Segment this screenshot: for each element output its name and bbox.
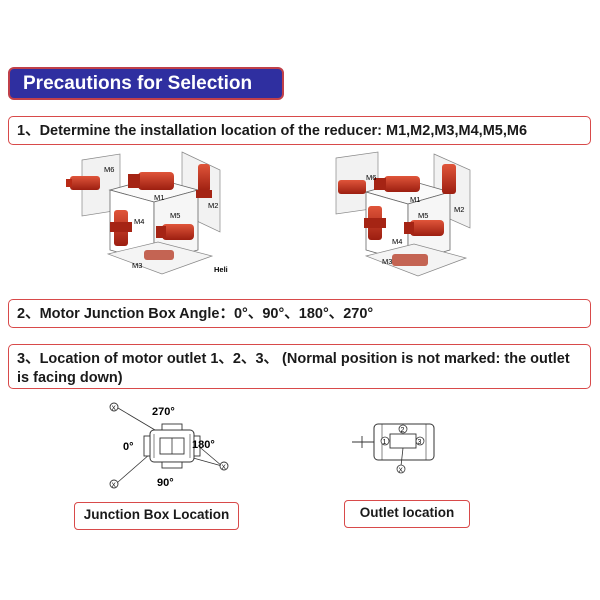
outlet-3: 3 — [415, 436, 425, 446]
x-marker-icon: X — [109, 479, 119, 489]
section-junction-box-angle: 2、Motor Junction Box Angle：0°、90°、180°、2… — [8, 299, 591, 328]
motor-m2-r — [442, 164, 456, 194]
angle-0: 0° — [123, 441, 134, 453]
label-m3-r: M3 — [382, 257, 392, 266]
brand-label: Heli — [214, 265, 228, 274]
label-m6: M6 — [104, 165, 114, 174]
motor-m3-r — [392, 254, 428, 266]
svg-text:X: X — [399, 467, 404, 474]
motor-m1-r — [374, 176, 420, 192]
x-marker-icon: X — [109, 402, 119, 412]
motor-m4-r — [364, 206, 386, 240]
svg-text:1: 1 — [383, 439, 387, 446]
outlet-1: 1 — [380, 436, 390, 446]
x-marker-icon: X — [396, 464, 406, 474]
svg-text:3: 3 — [418, 439, 422, 446]
x-marker-icon: X — [219, 461, 229, 471]
motor-m6-r — [338, 180, 366, 194]
svg-text:X: X — [112, 405, 117, 412]
motor-m3 — [144, 250, 174, 260]
svg-text:X: X — [222, 464, 227, 471]
motor-m4 — [110, 210, 132, 246]
label-m5: M5 — [170, 211, 180, 220]
svg-text:2: 2 — [401, 427, 405, 434]
label-m4: M4 — [134, 217, 144, 226]
label-m2: M2 — [208, 201, 218, 210]
motor-m5 — [156, 224, 194, 240]
motor-m5-r — [404, 220, 444, 236]
label-m5-r: M5 — [418, 211, 428, 220]
junction-box-diagram: 270° 0° 180° 90° X X X — [109, 402, 229, 489]
section-installation-location: 1、Determine the installation location of… — [8, 116, 591, 145]
svg-text:X: X — [112, 482, 117, 489]
angle-270: 270° — [152, 406, 175, 418]
outlet-2: 2 — [398, 424, 408, 434]
label-m2-r: M2 — [454, 205, 464, 214]
label-m1-r: M1 — [410, 195, 420, 204]
mounting-diagram-left: M6 M1 M2 M4 M5 M3 Heli — [66, 151, 228, 275]
angle-90: 90° — [157, 477, 174, 489]
label-m3: M3 — [132, 261, 142, 270]
motor-m6 — [66, 176, 100, 190]
motor-m2 — [196, 164, 212, 198]
mounting-diagram-right: M6 M1 M2 M5 M4 M3 — [335, 151, 471, 277]
angle-180: 180° — [192, 439, 215, 451]
label-m6-r: M6 — [366, 173, 376, 182]
motor-m1 — [128, 172, 174, 190]
section-outlet-location: 3、Location of motor outlet 1、2、3、 (Norma… — [8, 344, 591, 389]
junction-box-location-label: Junction Box Location — [74, 502, 239, 530]
page-title: Precautions for Selection — [8, 67, 284, 100]
label-m4-r: M4 — [392, 237, 402, 246]
outlet-diagram: 1 2 3 X — [352, 423, 435, 474]
outlet-location-label: Outlet location — [344, 500, 470, 528]
label-m1: M1 — [154, 193, 164, 202]
